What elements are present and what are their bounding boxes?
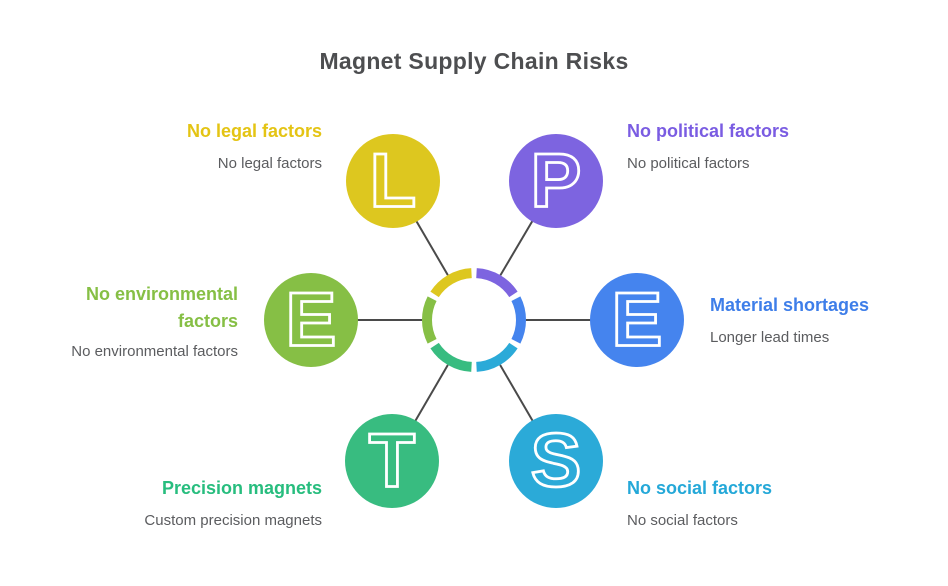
ring-segment-legal xyxy=(430,268,473,298)
label-political: No political factors No political factor… xyxy=(627,120,789,173)
diagram-title: Magnet Supply Chain Risks xyxy=(319,48,629,74)
node-circle-social: S xyxy=(509,414,603,508)
node-letter-social: S xyxy=(531,419,582,504)
node-letter-technological: T xyxy=(369,419,415,504)
ring-segment-environmental xyxy=(422,296,437,344)
label-social: No social factors No social factors xyxy=(627,477,772,530)
label-subtitle-environmental: No environmental factors xyxy=(71,343,238,360)
label-subtitle-economic: Longer lead times xyxy=(710,329,830,346)
ring-segment-economic xyxy=(511,296,526,344)
node-circle-political: P xyxy=(509,134,603,228)
label-heading-legal: No legal factors xyxy=(186,121,322,141)
label-environmental: No environmental factors No environmenta… xyxy=(66,281,238,361)
node-circle-legal: L xyxy=(346,134,440,228)
label-heading-social: No social factors xyxy=(627,478,773,498)
label-heading-economic: Material shortages xyxy=(710,295,870,315)
ring-segment-political xyxy=(475,268,518,298)
node-circle-environmental: E xyxy=(264,273,358,367)
node-circle-technological: T xyxy=(345,414,439,508)
label-subtitle-legal: No legal factors xyxy=(217,155,322,172)
label-subtitle-political: No political factors xyxy=(627,155,750,172)
ring-segment-social xyxy=(475,342,518,372)
label-subtitle-social: No social factors xyxy=(627,512,738,529)
label-economic: Material shortages Longer lead times xyxy=(710,294,869,347)
ring-center xyxy=(422,268,526,372)
node-letter-economic: E xyxy=(612,278,663,363)
label-heading-environmental: No environmental factors xyxy=(85,284,238,331)
label-heading-technological: Precision magnets xyxy=(161,478,322,498)
node-letter-political: P xyxy=(531,139,582,224)
node-letter-environmental: E xyxy=(286,278,337,363)
node-letter-legal: L xyxy=(370,139,416,224)
label-technological: Precision magnets Custom precision magne… xyxy=(144,477,322,530)
ring-segment-technological xyxy=(430,342,473,372)
label-subtitle-technological: Custom precision magnets xyxy=(144,512,322,529)
label-heading-political: No political factors xyxy=(627,121,790,141)
node-circle-economic: E xyxy=(590,273,684,367)
label-legal: No legal factors No legal factors xyxy=(187,120,322,173)
